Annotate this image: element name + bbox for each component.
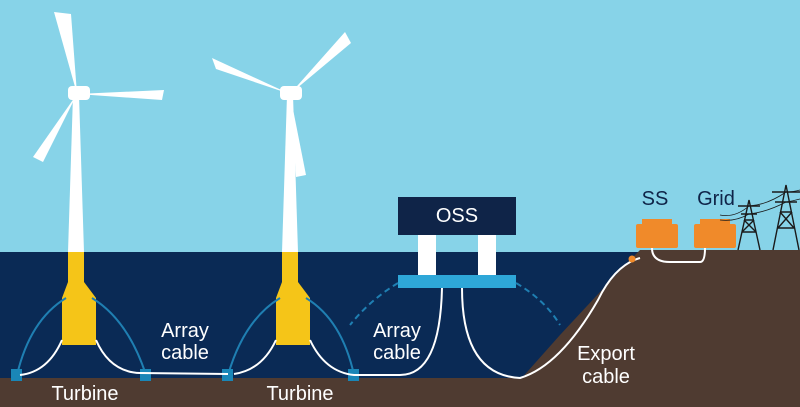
coast-land xyxy=(520,250,800,407)
turbine-1-tower xyxy=(68,95,84,252)
pylon xyxy=(737,199,761,251)
turbine-1-label: Turbine xyxy=(51,383,119,405)
oss-label: OSS xyxy=(435,205,479,227)
array-cable-line xyxy=(19,339,63,376)
export-cable-label-line1: Export xyxy=(577,343,635,365)
turbine-2-mooring-line xyxy=(227,297,281,376)
turbine-1-blade xyxy=(54,12,77,94)
turbine-1-mooring-line xyxy=(91,297,147,376)
turbine-1-blade xyxy=(77,90,164,100)
oss-pontoon xyxy=(398,275,516,288)
turbine-2-anchor xyxy=(222,369,233,381)
grid-building xyxy=(694,219,736,248)
turbine-1-floating-base xyxy=(62,252,96,345)
turbine-1-nacelle xyxy=(68,86,90,100)
ss-grid-cable-line xyxy=(651,247,706,263)
seabed xyxy=(0,378,800,407)
power-lines xyxy=(719,189,800,221)
cable-landing-point xyxy=(628,255,636,263)
turbine-1-anchor xyxy=(140,369,151,381)
turbine-1 xyxy=(11,12,164,381)
array-cable-line xyxy=(309,287,443,376)
turbine-2-floating-base xyxy=(276,252,310,345)
turbine-1-anchor xyxy=(11,369,22,381)
array-cable-line xyxy=(233,339,277,375)
array-cable-2-label-line1: Array xyxy=(373,320,421,342)
turbine-2-blade xyxy=(290,32,351,94)
array-cable-2-label-line2: cable xyxy=(373,342,421,364)
oss-box xyxy=(398,197,516,235)
oss-mooring-line xyxy=(515,282,561,326)
export-cable-label-line2: cable xyxy=(582,366,630,388)
turbine-2-nacelle xyxy=(280,86,302,100)
ss-building xyxy=(636,219,678,248)
ss-label: SS xyxy=(641,188,669,210)
array-cable-line xyxy=(95,339,229,375)
turbine-2-label: Turbine xyxy=(266,383,334,405)
array-cable-1-label-line1: Array xyxy=(161,320,209,342)
turbine-2-blade xyxy=(212,58,290,94)
turbine-2-blade xyxy=(290,94,306,177)
turbine-2 xyxy=(212,32,359,381)
oss-mooring-line xyxy=(349,282,399,326)
oss xyxy=(349,197,561,326)
pylon xyxy=(772,184,800,251)
turbine-1-mooring-line xyxy=(16,297,67,376)
oss-leg xyxy=(478,235,496,275)
grid-label: Grid xyxy=(697,188,735,210)
oss-leg xyxy=(418,235,436,275)
turbine-2-mooring-line xyxy=(305,297,355,376)
turbine-1-blade xyxy=(33,94,77,162)
array-cable-1-label-line2: cable xyxy=(161,342,209,364)
export-cable-line xyxy=(461,257,641,380)
